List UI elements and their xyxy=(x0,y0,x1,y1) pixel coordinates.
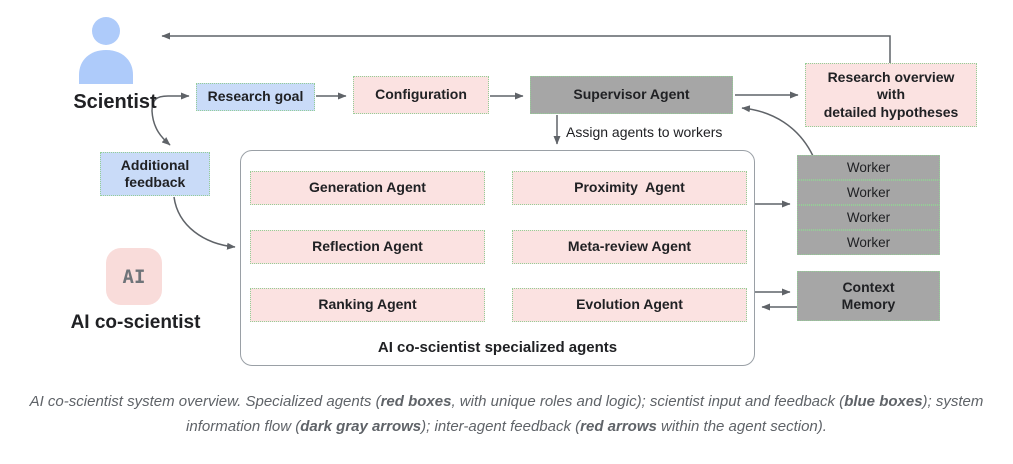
ranking-agent-label: Ranking Agent xyxy=(318,296,417,313)
research-overview-label: Research overview with detailed hypothes… xyxy=(823,68,959,120)
ai-chip-icon: AI xyxy=(106,248,162,305)
supervisor-agent-box: Supervisor Agent xyxy=(530,76,733,114)
ai-co-scientist-label: AI co-scientist xyxy=(70,312,201,333)
worker-row: Worker xyxy=(797,230,940,255)
scientist-icon xyxy=(79,17,133,84)
research-overview-box: Research overview with detailed hypothes… xyxy=(805,63,977,127)
additional-feedback-box: Additional feedback xyxy=(100,152,210,196)
context-memory-box: Context Memory xyxy=(797,271,940,321)
supervisor-agent-label: Supervisor Agent xyxy=(573,86,690,103)
caption-line-2: information flow (dark gray arrows); int… xyxy=(186,418,827,435)
configuration-label: Configuration xyxy=(375,86,467,103)
panel-title: AI co-scientist specialized agents xyxy=(377,339,618,356)
proximity-agent-box: Proximity Agent xyxy=(512,171,747,205)
worker-row: Worker xyxy=(797,205,940,230)
generation-agent-label: Generation Agent xyxy=(309,179,426,196)
evolution-agent-box: Evolution Agent xyxy=(512,288,747,322)
worker-row: Worker xyxy=(797,155,940,180)
meta-review-agent-label: Meta-review Agent xyxy=(567,238,692,255)
research-goal-label: Research goal xyxy=(207,88,304,105)
arrow-scientist-to-feedback xyxy=(151,110,171,146)
evolution-agent-label: Evolution Agent xyxy=(576,296,683,313)
reflection-agent-label: Reflection Agent xyxy=(312,238,423,255)
context-memory-label: Context Memory xyxy=(841,278,896,313)
assign-agents-label: Assign agents to workers xyxy=(566,124,723,140)
caption-line-1: AI co-scientist system overview. Special… xyxy=(29,393,984,410)
research-goal-box: Research goal xyxy=(196,83,315,111)
ranking-agent-box: Ranking Agent xyxy=(250,288,485,322)
meta-review-agent-box: Meta-review Agent xyxy=(512,230,747,264)
reflection-agent-box: Reflection Agent xyxy=(250,230,485,264)
generation-agent-box: Generation Agent xyxy=(250,171,485,205)
ai-chip-text: AI xyxy=(122,265,146,288)
figure-caption: AI co-scientist system overview. Special… xyxy=(0,389,1013,439)
proximity-agent-label: Proximity Agent xyxy=(574,179,685,196)
arrow-overview-to-scientist xyxy=(161,32,891,64)
worker-row: Worker xyxy=(797,180,940,205)
arrow-feedback-to-panel xyxy=(173,196,236,250)
configuration-box: Configuration xyxy=(353,76,489,114)
additional-feedback-label: Additional feedback xyxy=(120,156,190,191)
arrow-workers-to-supervisor xyxy=(741,105,814,157)
scientist-label: Scientist xyxy=(73,91,157,113)
